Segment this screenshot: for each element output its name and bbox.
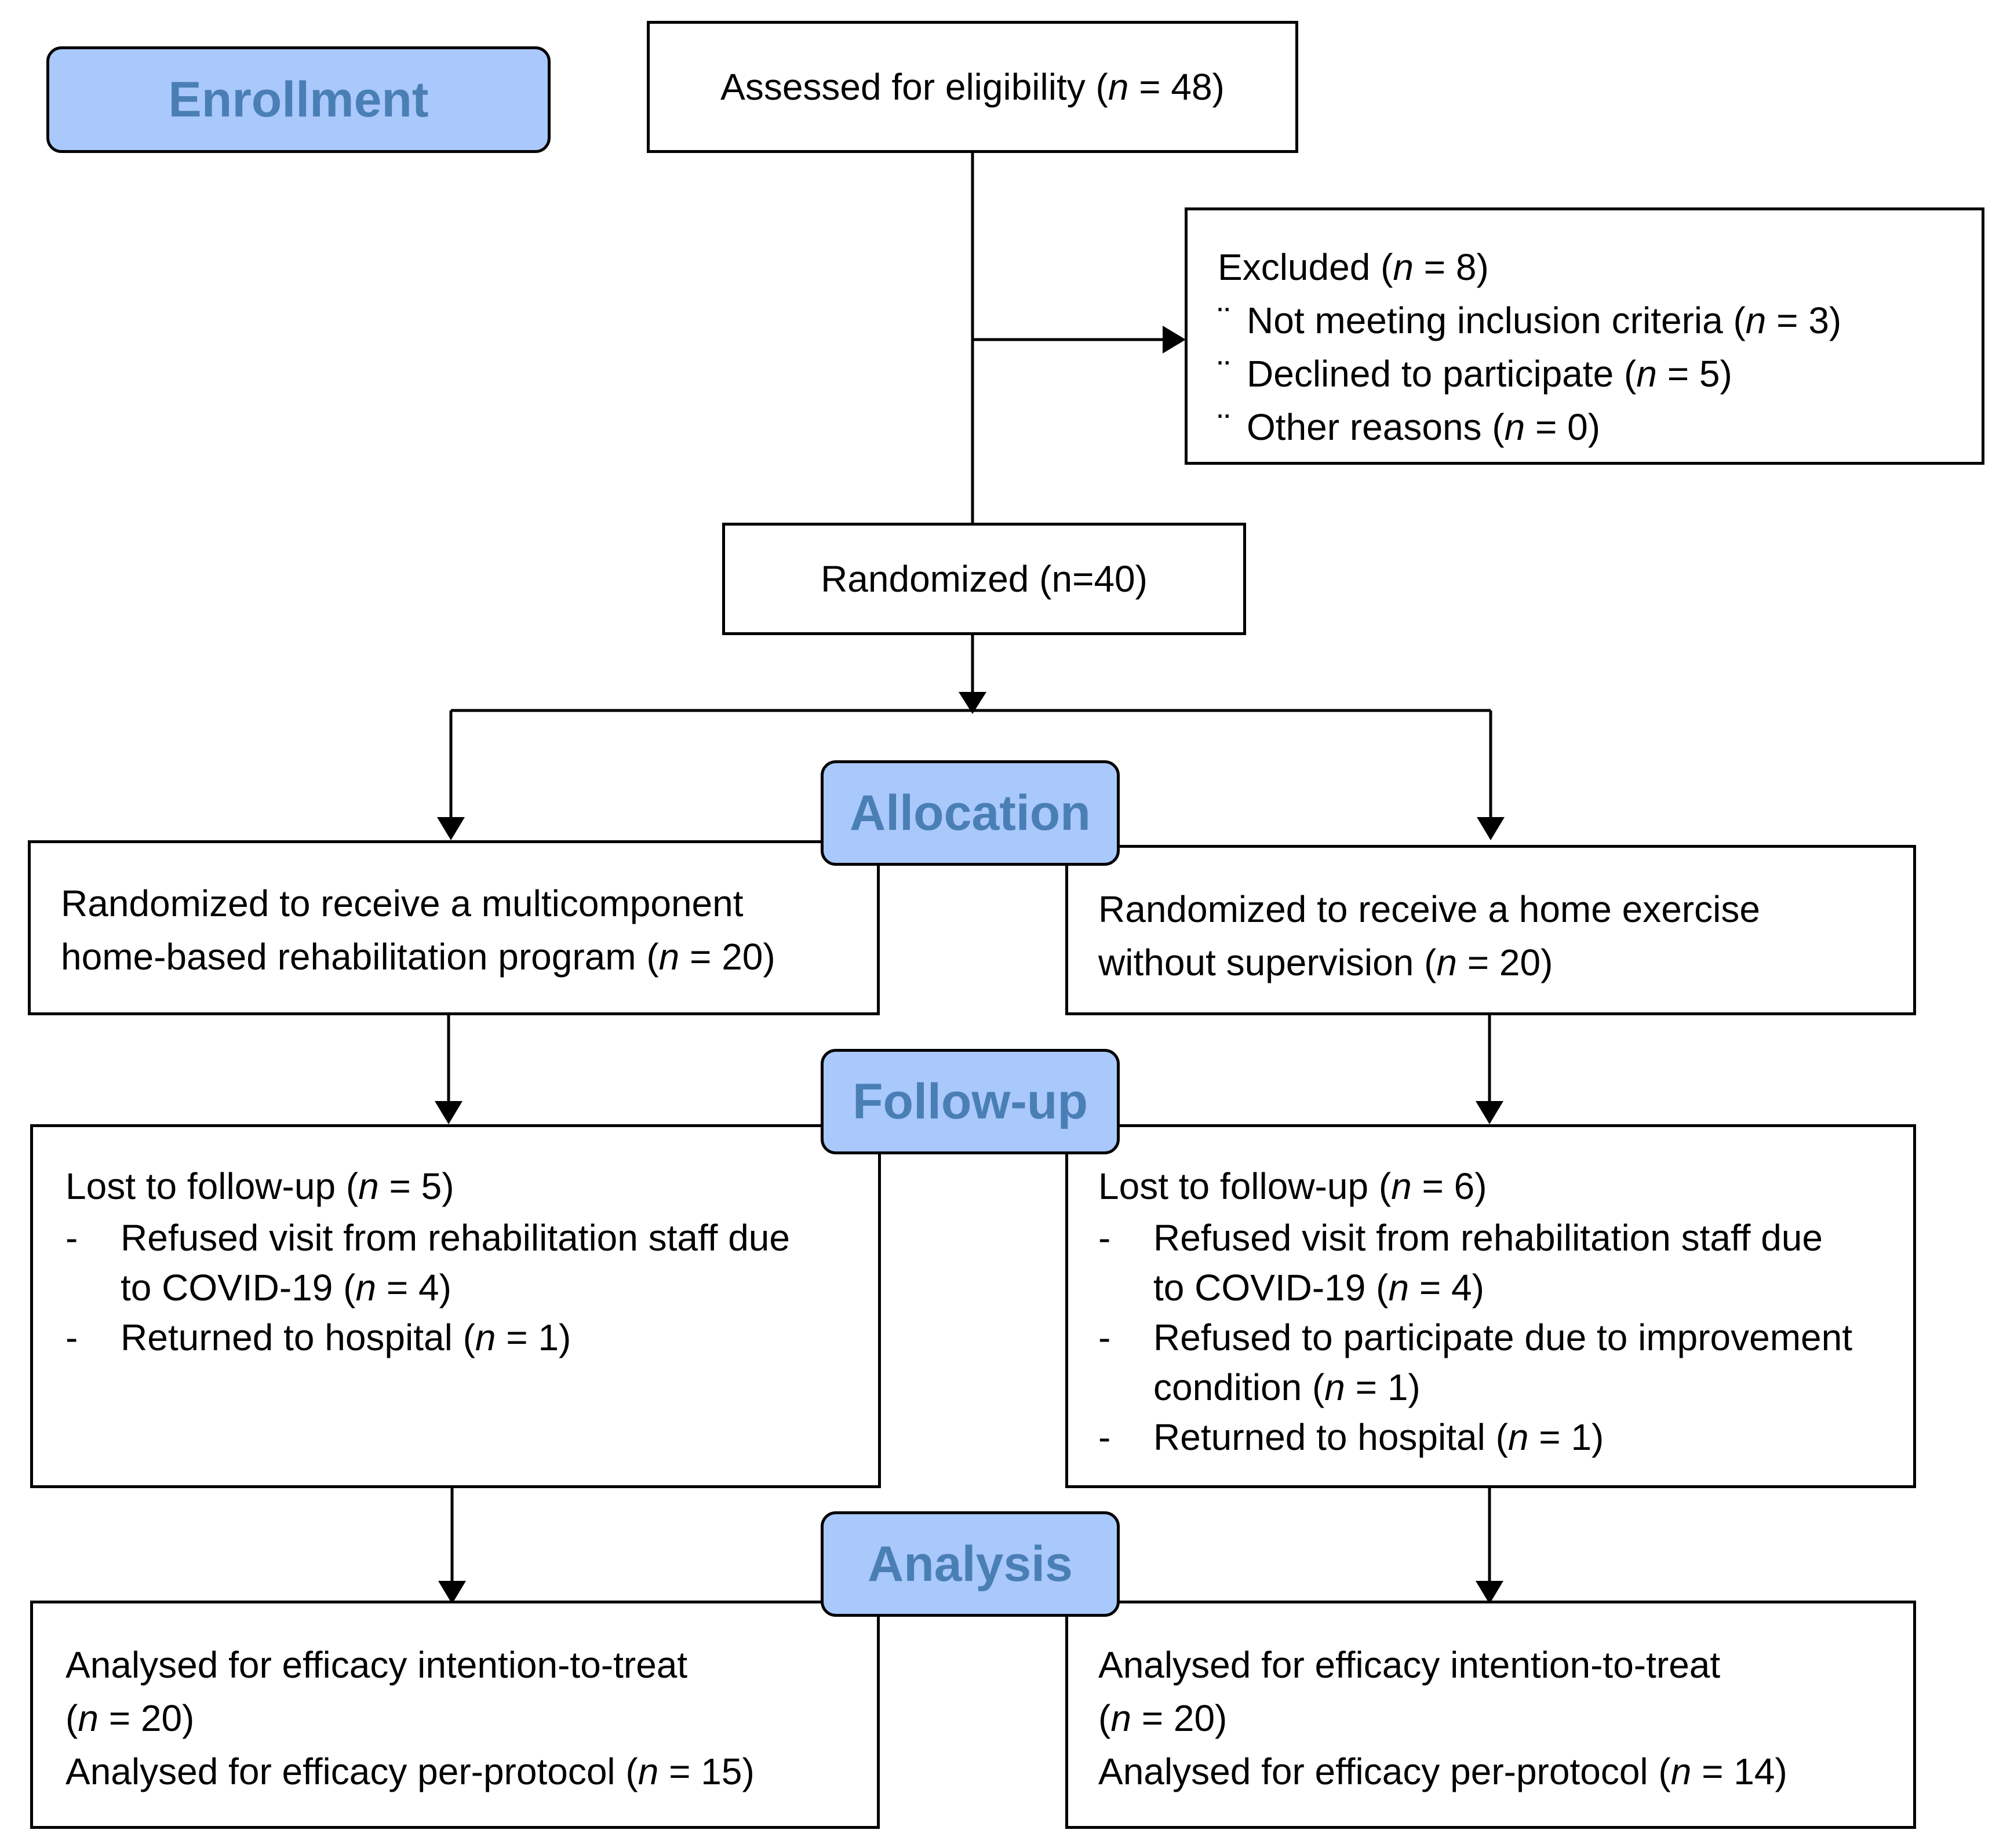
enrollment-label: Enrollment bbox=[168, 71, 429, 127]
arrowhead-split bbox=[959, 692, 986, 714]
arrowhead-left-alloc bbox=[437, 817, 465, 840]
excluded-item: ¨Other reasons (n = 0) bbox=[1218, 406, 1601, 448]
left-followup-title: Lost to follow-up (n = 5) bbox=[65, 1165, 454, 1207]
randomized-box: Randomized (n=40) bbox=[722, 523, 1246, 635]
right-allocation-box: Randomized to receive a home exercise wi… bbox=[1065, 845, 1916, 1015]
left-analysis-line2: (n = 20) bbox=[65, 1697, 195, 1739]
arrowhead-left-follow bbox=[435, 1101, 462, 1124]
right-followup-item: -Refused visit from rehabilitation staff… bbox=[1098, 1217, 1823, 1308]
arrowhead-right-analysis bbox=[1476, 1581, 1503, 1604]
right-allocation-line1: Randomized to receive a home exercise bbox=[1098, 888, 1760, 930]
randomized-text: Randomized (n=40) bbox=[821, 558, 1148, 600]
excluded-item: ¨ Not meeting inclusion criteria (n = 3) bbox=[1218, 300, 1842, 341]
right-followup-item: -Returned to hospital (n = 1) bbox=[1098, 1416, 1604, 1458]
left-followup-box: Lost to follow-up (n = 5) -Refused visit… bbox=[30, 1124, 881, 1488]
excluded-item: ¨ Declined to participate (n = 5) bbox=[1218, 353, 1732, 395]
right-followup-item: -Refused to participate due to improveme… bbox=[1098, 1317, 1852, 1408]
allocation-stage-label: Allocation bbox=[821, 760, 1120, 866]
arrowhead-excluded bbox=[1163, 326, 1186, 353]
left-followup-item: -Refused visit from rehabilitation staff… bbox=[65, 1217, 790, 1308]
left-analysis-box: Analysed for efficacy intention-to-treat… bbox=[30, 1601, 880, 1829]
right-analysis-line1: Analysed for efficacy intention-to-treat bbox=[1098, 1644, 1721, 1686]
right-analysis-line2: (n = 20) bbox=[1098, 1697, 1228, 1739]
left-followup-item: -Returned to hospital (n = 1) bbox=[65, 1317, 571, 1358]
assessed-box: Assessed for eligibility (n = 48) bbox=[647, 21, 1298, 153]
analysis-label: Analysis bbox=[868, 1536, 1073, 1592]
followup-label: Follow-up bbox=[853, 1073, 1088, 1129]
excluded-box: Excluded (n = 8) ¨ Not meeting inclusion… bbox=[1185, 207, 1984, 465]
right-allocation-line2: without supervision (n = 20) bbox=[1098, 942, 1553, 983]
right-followup-box: Lost to follow-up (n = 6) -Refused visit… bbox=[1065, 1124, 1916, 1488]
right-followup-title: Lost to follow-up (n = 6) bbox=[1098, 1165, 1487, 1207]
right-analysis-line3: Analysed for efficacy per-protocol (n = … bbox=[1098, 1751, 1787, 1792]
enrollment-stage-label: Enrollment bbox=[46, 46, 551, 153]
excluded-title: Excluded (n = 8) bbox=[1218, 246, 1489, 288]
left-allocation-line1: Randomized to receive a multicomponent bbox=[61, 883, 744, 924]
assessed-text: Assessed for eligibility (n = 48) bbox=[720, 66, 1225, 108]
analysis-stage-label: Analysis bbox=[821, 1511, 1120, 1617]
arrowhead-right-alloc bbox=[1477, 817, 1505, 840]
allocation-label: Allocation bbox=[850, 785, 1091, 841]
left-allocation-box: Randomized to receive a multicomponent h… bbox=[28, 840, 880, 1015]
left-analysis-line1: Analysed for efficacy intention-to-treat bbox=[65, 1644, 688, 1686]
arrowhead-right-follow bbox=[1476, 1101, 1503, 1124]
left-allocation-line2: home-based rehabilitation program (n = 2… bbox=[61, 936, 775, 978]
right-analysis-box: Analysed for efficacy intention-to-treat… bbox=[1065, 1601, 1916, 1829]
arrowhead-left-analysis bbox=[438, 1581, 466, 1604]
left-analysis-line3: Analysed for efficacy per-protocol (n = … bbox=[65, 1751, 755, 1792]
followup-stage-label: Follow-up bbox=[821, 1049, 1120, 1154]
